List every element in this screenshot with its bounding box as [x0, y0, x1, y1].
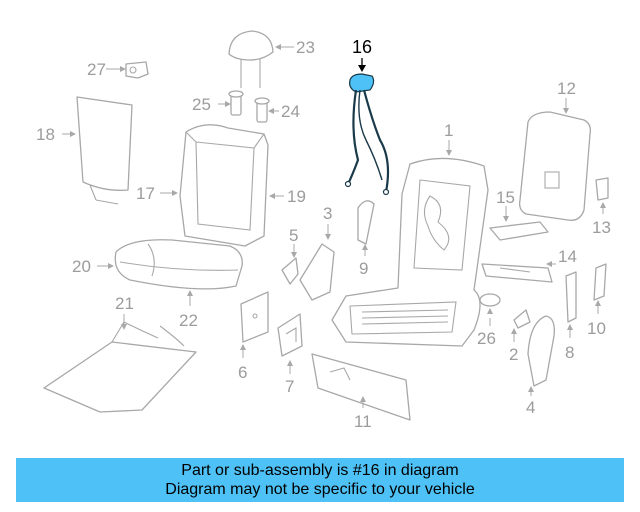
callout-26: 26: [477, 329, 496, 348]
info-banner: Part or sub-assembly is #16 in diagram D…: [16, 458, 624, 502]
banner-line-1: Part or sub-assembly is #16 in diagram: [181, 462, 459, 479]
callout-22: 22: [179, 311, 198, 330]
callout-3: 3: [323, 204, 332, 223]
part-3-hinge-cover: [299, 243, 335, 301]
callout-9: 9: [359, 259, 368, 278]
part-9-trim-strip: [357, 200, 375, 245]
part-14-rail: [481, 263, 553, 283]
part-2-clip: [513, 309, 531, 329]
part-4-side-cover: [527, 315, 555, 387]
callout-12: 12: [557, 79, 576, 98]
callout-14: 14: [558, 247, 577, 266]
callout-4: 4: [526, 398, 535, 417]
part-15-rail: [489, 221, 549, 241]
banner-line-2: Diagram may not be specific to your vehi…: [165, 481, 475, 498]
callout-13: 13: [592, 218, 611, 237]
part-1-seat-frame: [331, 157, 489, 347]
part-24-guide: [254, 97, 270, 123]
part-5-bracket: [281, 257, 299, 285]
callout-17: 17: [136, 184, 155, 203]
part-16-highlighted: [344, 73, 390, 196]
part-20-22-seat-cushion: [114, 239, 243, 290]
part-18-back-panel: [76, 96, 133, 205]
part-6-panel: [240, 291, 269, 343]
part-11-base-rail: [311, 353, 411, 421]
part-21-floor-mat: [43, 321, 197, 413]
callout-16: 16: [352, 37, 372, 57]
callout-5: 5: [289, 226, 298, 245]
callout-24: 24: [281, 102, 300, 121]
part-12-rear-cover: [518, 111, 592, 221]
part-25-guide: [228, 90, 244, 116]
part-23-headrest: [228, 30, 274, 88]
part-8-trim: [565, 271, 577, 323]
part-26-knob: [479, 293, 501, 307]
callout-19: 19: [287, 187, 306, 206]
callout-7: 7: [285, 377, 294, 396]
part-27-clip: [125, 61, 149, 79]
callout-20: 20: [72, 257, 91, 276]
callout-10: 10: [587, 319, 606, 338]
callout-15: 15: [496, 188, 515, 207]
part-10-trim: [593, 263, 607, 301]
part-13-latch: [595, 177, 609, 201]
parts-diagram: 16 27 23 25 24 18 17 19 20 22 21 6 5 7 3…: [36, 30, 611, 431]
callout-1: 1: [444, 121, 453, 140]
callout-27: 27: [87, 60, 106, 79]
part-7-bracket: [277, 313, 303, 357]
callout-2: 2: [509, 345, 518, 364]
callout-23: 23: [296, 38, 315, 57]
callout-8: 8: [565, 343, 574, 362]
callout-6: 6: [238, 363, 247, 382]
callout-18: 18: [36, 125, 55, 144]
callout-25: 25: [192, 95, 211, 114]
callout-21: 21: [115, 294, 134, 313]
callout-11: 11: [354, 412, 372, 431]
part-17-19-seatback: [179, 124, 269, 247]
